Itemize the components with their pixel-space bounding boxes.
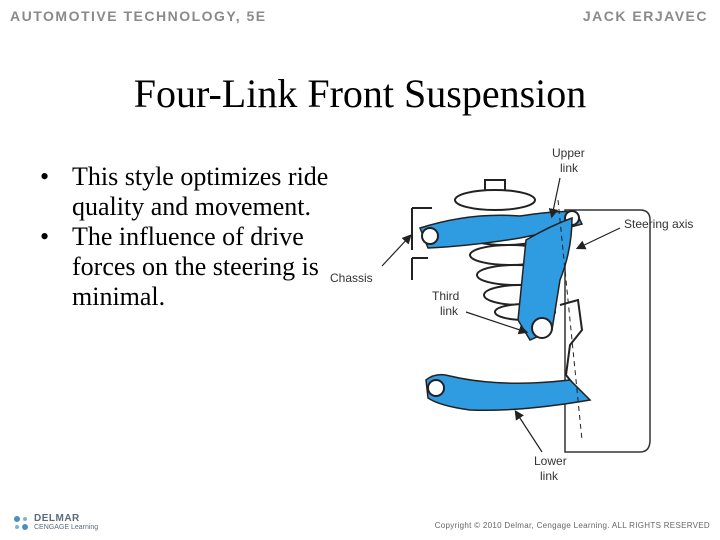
lower-link-label-2: link bbox=[540, 469, 559, 483]
chassis-label: Chassis bbox=[330, 271, 373, 285]
upper-link-label: Upper bbox=[552, 146, 585, 160]
bullet-text: This style optimizes ride quality and mo… bbox=[72, 162, 329, 221]
steering-axis-label: Steering axis bbox=[624, 217, 693, 231]
bullet-text: The influence of drive forces on the ste… bbox=[72, 222, 319, 311]
logo-brand: DELMAR bbox=[34, 513, 80, 524]
third-link-joint bbox=[531, 317, 553, 339]
upper-link-leader bbox=[548, 177, 561, 219]
wheel-outline bbox=[564, 209, 651, 453]
chassis-leader bbox=[381, 234, 412, 267]
third-link-leader bbox=[465, 311, 529, 335]
lower-link-leader bbox=[514, 409, 543, 453]
book-title-header: AUTOMOTIVE TECHNOLOGY, 5E bbox=[10, 8, 267, 24]
upper-link-bushing bbox=[421, 227, 439, 245]
third-link-label-2: link bbox=[440, 304, 459, 318]
chassis-bracket bbox=[411, 207, 432, 280]
suspension-diagram: Upper link Steering axis Chassis Third l… bbox=[330, 146, 693, 483]
publisher-logo-text: DELMAR CENGAGE Learning bbox=[34, 514, 98, 532]
logo-subtitle: CENGAGE Learning bbox=[34, 524, 99, 531]
steering-axis-leader bbox=[575, 227, 621, 250]
lower-link-bushing bbox=[427, 379, 445, 397]
lower-link bbox=[425, 373, 592, 412]
lower-link-label: Lower bbox=[534, 454, 567, 468]
third-link bbox=[517, 216, 573, 341]
bullet-item: • The influence of drive forces on the s… bbox=[40, 222, 340, 312]
slide-title: Four-Link Front Suspension bbox=[133, 71, 587, 116]
author-header: JACK ERJAVEC bbox=[582, 8, 708, 24]
bullet-list: • This style optimizes ride quality and … bbox=[40, 162, 340, 312]
bullet-dot-icon: • bbox=[40, 222, 50, 251]
bullet-dot-icon: • bbox=[40, 162, 50, 191]
upper-link-label-2: link bbox=[560, 161, 579, 175]
publisher-logo-icon bbox=[14, 516, 28, 530]
publisher-logo: DELMAR CENGAGE Learning bbox=[12, 514, 98, 532]
bullet-item: • This style optimizes ride quality and … bbox=[40, 162, 340, 222]
copyright-notice: Copyright © 2010 Delmar, Cengage Learnin… bbox=[434, 521, 710, 530]
steering-axis-line bbox=[557, 199, 583, 441]
third-link-label: Third bbox=[432, 289, 459, 303]
